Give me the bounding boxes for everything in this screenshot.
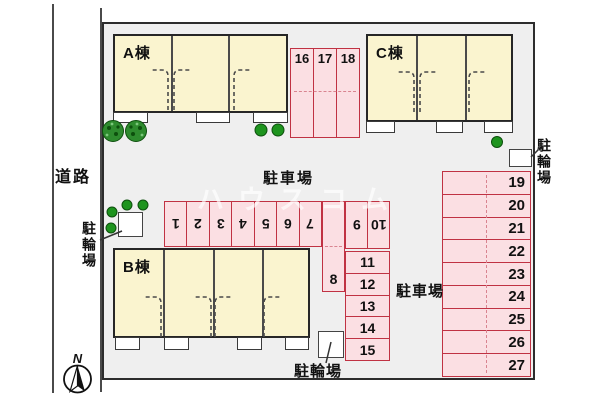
parking-space-15: 15	[346, 338, 389, 360]
bicycle-parking-box-bottom	[318, 331, 344, 358]
space-number: 14	[359, 319, 376, 336]
parking-space-14: 14	[346, 316, 389, 338]
building-b-porch	[237, 337, 262, 350]
building-a-label: A棟	[123, 45, 151, 62]
space-number: 22	[508, 242, 525, 260]
parking-space-6: 6	[276, 202, 298, 246]
space-number: 18	[340, 51, 356, 66]
space-number: 10	[370, 217, 387, 233]
building-a: A棟	[113, 34, 288, 113]
building-c-divider	[465, 36, 467, 120]
building-c-porch	[484, 121, 513, 133]
watermark: ハウスコム	[197, 185, 402, 215]
space-number: 7	[306, 216, 315, 232]
building-b: B棟	[113, 248, 310, 338]
building-b-divider	[163, 250, 165, 336]
parking-space-7: 7	[298, 202, 321, 246]
space-number: 15	[359, 341, 376, 358]
parking-space-18: 18	[336, 49, 359, 137]
space-number: 27	[508, 356, 525, 374]
parking-lot-label-right: 駐車場	[396, 283, 445, 300]
building-c-porch	[436, 121, 463, 133]
building-c-porch	[366, 121, 395, 133]
parking-space-4: 4	[231, 202, 253, 246]
parking-space-8: 8	[322, 201, 345, 292]
parking-space-1: 1	[165, 202, 186, 246]
stall-dash-line	[486, 175, 487, 373]
parking-space-5: 5	[253, 202, 276, 246]
space-number: 20	[508, 197, 525, 215]
building-b-porch	[164, 337, 189, 350]
space-number: 3	[216, 216, 225, 232]
building-a-porch	[196, 112, 230, 123]
space-number: 25	[508, 311, 525, 329]
space-number: 23	[508, 265, 525, 283]
parking-space-3: 3	[208, 202, 231, 246]
parking-row-16-18: 16 17 18	[290, 48, 360, 138]
building-c-divider	[416, 36, 418, 120]
building-b-porch	[285, 337, 309, 350]
building-a-porch	[113, 112, 148, 123]
space-number: 5	[261, 216, 270, 232]
space-number: 4	[239, 216, 247, 232]
parking-space-16: 16	[291, 49, 313, 137]
parking-column-19-27: 19 20 21 22 23 24 25 26 27	[442, 171, 531, 377]
parking-space-10: 10	[367, 202, 389, 248]
space-number: 13	[359, 297, 376, 314]
building-b-porch	[115, 337, 140, 350]
parking-space-17: 17	[313, 49, 336, 137]
space-number: 12	[359, 276, 376, 293]
building-b-divider	[262, 250, 264, 336]
parking-lot-label-center: 駐車場	[263, 170, 315, 187]
road-label: 道路	[55, 169, 92, 186]
building-a-divider	[171, 36, 173, 111]
space-number: 24	[508, 288, 525, 306]
stall-dash-line	[325, 246, 342, 247]
space-number: 26	[508, 333, 525, 351]
space-number: 17	[317, 51, 333, 66]
space-number: 21	[508, 219, 525, 237]
space-number: 8	[329, 271, 338, 287]
building-c-label: C棟	[376, 45, 404, 62]
space-number: 6	[283, 216, 292, 232]
building-b-label: B棟	[123, 259, 151, 276]
parking-space-19: 19	[443, 172, 530, 194]
parking-space-12: 12	[346, 272, 389, 295]
space-number: 19	[508, 174, 525, 192]
property-boundary-line	[100, 8, 102, 392]
parking-space-13: 13	[346, 294, 389, 317]
parking-column-11-15: 11 12 13 14 15	[345, 251, 390, 361]
north-label: N	[73, 351, 83, 366]
parking-space-11: 11	[346, 252, 389, 273]
north-compass-icon: N	[63, 351, 92, 394]
bicycle-parking-box-left	[118, 212, 143, 237]
space-number: 9	[352, 217, 361, 233]
bicycle-parking-label-bottom: 駐輪場	[294, 363, 343, 380]
building-a-porch	[253, 112, 288, 123]
bicycle-parking-label-top-right: 駐輪場	[536, 138, 552, 186]
building-a-divider	[228, 36, 230, 111]
building-c: C棟	[366, 34, 513, 122]
space-number: 16	[294, 51, 310, 66]
space-number: 1	[171, 216, 180, 232]
road-left-line	[52, 4, 54, 393]
parking-space-2: 2	[186, 202, 208, 246]
parking-row-1-7: 1 2 3 4 5 6 7	[164, 201, 322, 247]
bicycle-parking-box-top-right	[509, 149, 532, 167]
space-number: 11	[360, 254, 375, 271]
parking-row-9-10: 9 10	[345, 201, 390, 249]
stall-dash-line	[294, 91, 356, 92]
bicycle-parking-label-left: 駐輪場	[81, 221, 97, 269]
building-b-divider	[213, 250, 215, 336]
space-number: 2	[194, 216, 203, 232]
